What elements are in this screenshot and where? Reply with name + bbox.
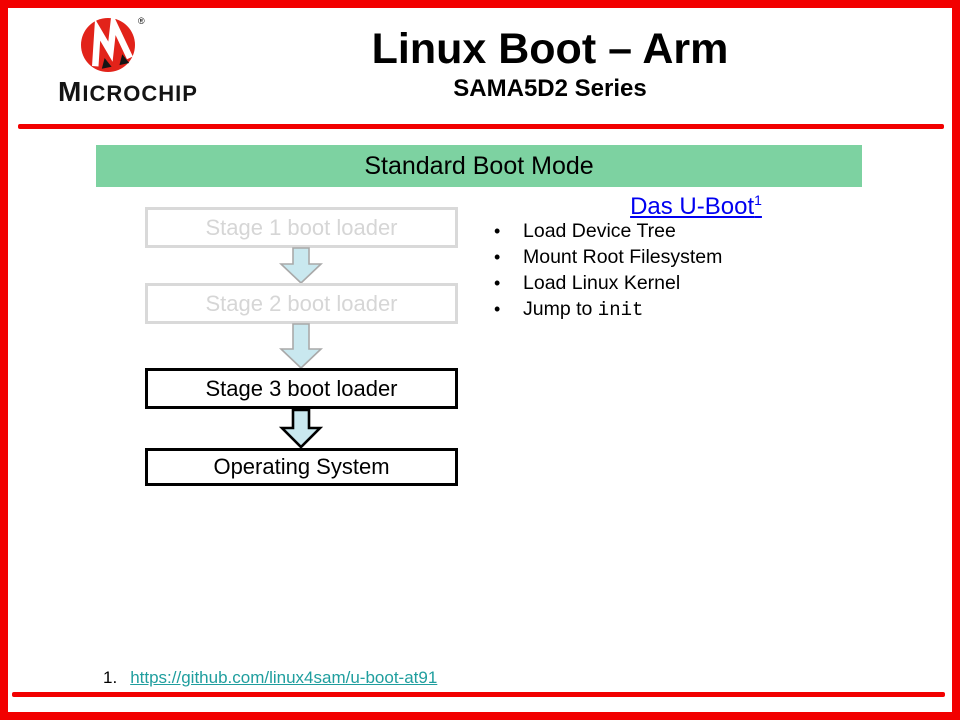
stage-1-box: Stage 1 boot loader — [145, 207, 458, 248]
inline-code: init — [597, 299, 644, 321]
bottom-divider — [12, 692, 945, 697]
microchip-wordmark: MICROCHIP — [28, 76, 228, 108]
down-arrow-icon — [278, 323, 324, 369]
stage-3-box: Stage 3 boot loader — [145, 368, 458, 409]
slide-subtitle: SAMA5D2 Series — [453, 74, 647, 102]
list-item: Load Linux Kernel — [492, 270, 722, 296]
footnote-link[interactable]: https://github.com/linux4sam/u-boot-at91 — [130, 668, 438, 687]
footnote-ref: 1 — [754, 192, 762, 208]
list-item: Mount Root Filesystem — [492, 244, 722, 270]
uboot-bullet-list: Load Device Tree Mount Root Filesystem L… — [492, 218, 722, 323]
wordmark-rest: ICROCHIP — [82, 81, 198, 106]
uboot-heading: Das U-Boot1 — [520, 192, 872, 221]
footnote-number: 1. — [103, 668, 118, 687]
microchip-logo-icon: ® — [81, 12, 145, 72]
section-banner: Standard Boot Mode — [96, 145, 862, 187]
down-arrow-icon — [278, 247, 324, 284]
registered-trademark-symbol: ® — [138, 16, 145, 26]
title-block: Linux Boot – Arm SAMA5D2 Series — [200, 24, 900, 102]
down-arrow-icon — [278, 408, 324, 449]
slide-title: Linux Boot – Arm — [371, 25, 729, 73]
top-divider — [18, 124, 944, 129]
stage-2-box: Stage 2 boot loader — [145, 283, 458, 324]
operating-system-box: Operating System — [145, 448, 458, 486]
list-item: Load Device Tree — [492, 218, 722, 244]
list-item: Jump to init — [492, 296, 722, 323]
wordmark-initial: M — [58, 76, 83, 107]
footnote: 1. https://github.com/linux4sam/u-boot-at… — [103, 668, 437, 688]
microchip-logo: ® MICROCHIP — [56, 12, 216, 112]
uboot-link[interactable]: Das U-Boot1 — [630, 192, 762, 220]
